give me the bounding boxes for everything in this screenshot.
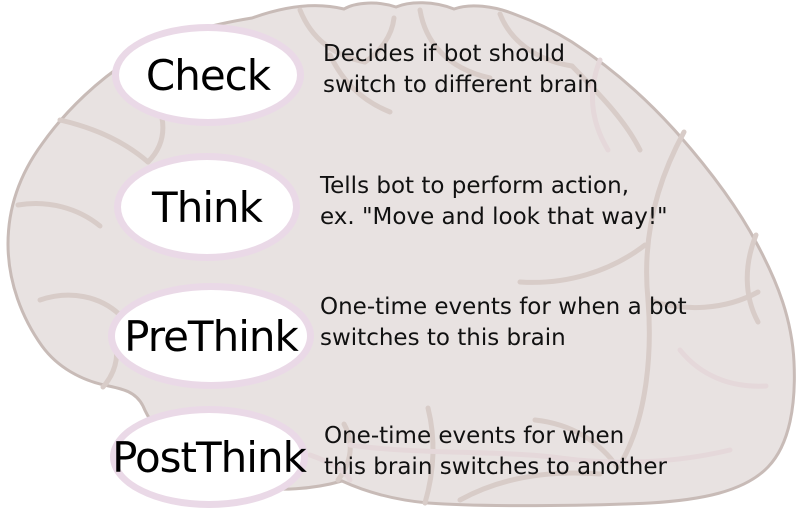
desc-line: Decides if bot should <box>323 41 565 67</box>
node-desc-think: Tells bot to perform action, ex. "Move a… <box>320 171 668 233</box>
node-ellipse-postthink: PostThink <box>110 406 308 508</box>
node-ellipse-check: Check <box>112 24 304 126</box>
node-ellipse-prethink: PreThink <box>108 283 314 389</box>
node-label-check: Check <box>145 50 271 100</box>
desc-line: switches to this brain <box>320 325 566 351</box>
node-ellipse-think: Think <box>114 153 300 261</box>
desc-line: switch to different brain <box>323 72 599 98</box>
desc-line: this brain switches to another <box>324 454 667 480</box>
node-desc-check: Decides if bot should switch to differen… <box>323 39 598 101</box>
desc-line: ex. "Move and look that way!" <box>320 204 668 230</box>
node-label-prethink: PreThink <box>124 311 299 361</box>
node-label-postthink: PostThink <box>112 432 307 482</box>
desc-line: One-time events for when <box>324 423 625 449</box>
node-label-think: Think <box>152 182 263 232</box>
node-desc-prethink: One-time events for when a bot switches … <box>320 292 687 354</box>
node-desc-postthink: One-time events for when this brain swit… <box>324 421 667 483</box>
desc-line: Tells bot to perform action, <box>320 173 630 199</box>
brain-sulci <box>15 7 769 506</box>
desc-line: One-time events for when a bot <box>320 294 687 320</box>
